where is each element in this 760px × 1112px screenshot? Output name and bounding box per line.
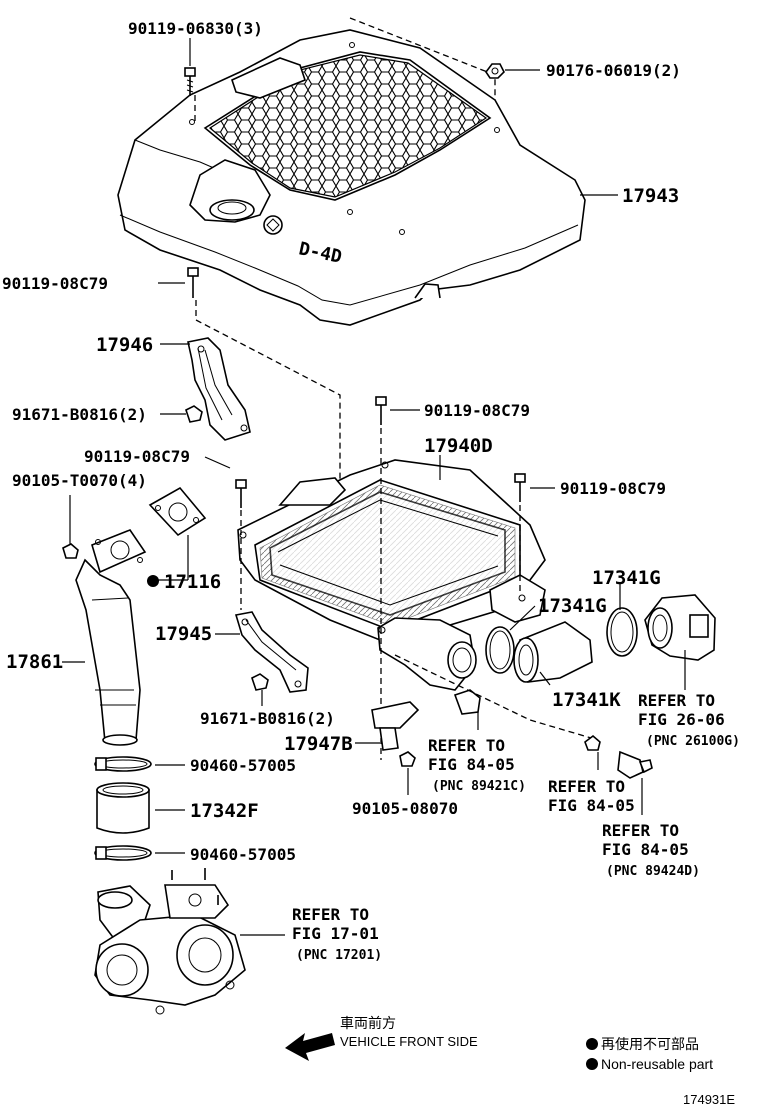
label-clamp-right-mid: 17341G [538,595,607,617]
part-labels: 90119-06830(3) 90176-06019(2) 17943 9011… [2,19,681,864]
label-gasket: 17116 [164,571,221,593]
inlet-pipe-part [75,529,147,746]
lower-hose-part [96,782,150,834]
label-intercooler: 17940D [424,435,493,457]
refer-turbo-line2: FIG 17-01 [292,924,379,943]
vehicle-front-indicator: 車両前方 VEHICLE FRONT SIDE [285,1015,478,1061]
lower-clamp-2-part [94,845,152,861]
label-bracket-sensor: 17947B [284,733,353,755]
legend-label-en: Non-reusable part [601,1056,713,1072]
label-hose-right: 17341K [552,689,621,711]
cover-nut-part [485,63,505,79]
refer-turbo-line3: (PNC 17201) [296,948,382,963]
label-clamp-right-top: 17341G [592,567,661,589]
lower-bracket-part [234,611,309,693]
label-cover-nut: 90176-06019(2) [546,61,681,80]
refer-sensor-a: REFER TO FIG 84-05 (PNC 89421C) [428,736,526,794]
refer-turbo-line1: REFER TO [292,905,369,924]
refer-throttle-line3: (PNC 26100G) [646,734,740,749]
legend: 再使用不可部品 Non-reusable part [586,1036,713,1072]
refer-sensor-c-line1: REFER TO [602,821,679,840]
intercooler-part [237,459,546,691]
label-nut-lower: 91671-B0816(2) [200,709,335,728]
label-hose-lower: 17342F [190,800,259,822]
label-bracket-lower: 17945 [155,623,212,645]
label-bolt-sensor: 90105-08070 [352,799,458,818]
label-nut-upper: 91671-B0816(2) [12,405,147,424]
turbocharger-part [94,868,246,1015]
sensor-bracket-part [371,689,481,767]
label-engine-cover: 17943 [622,185,679,207]
refer-sensor-c: REFER TO FIG 84-05 (PNC 89424D) [602,821,700,879]
label-bolt-center: 90119-08C79 [424,401,530,420]
refer-sensor-b: REFER TO FIG 84-05 [548,777,635,815]
refer-sensor-c-line3: (PNC 89424D) [606,864,700,879]
upper-bracket-part [185,267,251,441]
leader-lines [62,38,686,936]
refer-sensor-a-line3: (PNC 89421C) [432,779,526,794]
label-bolt-left: 90119-08C79 [84,447,190,466]
refer-sensor-b-line2: FIG 84-05 [548,796,635,815]
label-inlet-pipe: 17861 [6,651,63,673]
refer-turbo: REFER TO FIG 17-01 (PNC 17201) [292,905,382,963]
label-clamp-lower-2: 90460-57005 [190,845,296,864]
legend-label-jp: 再使用不可部品 [601,1036,699,1052]
label-bolt-right: 90119-08C79 [560,479,666,498]
cover-bolt-part [184,67,196,96]
direction-label-jp: 車両前方 [340,1015,396,1031]
right-hose-assembly [485,594,716,683]
non-reusable-marker [147,575,159,587]
legend-dot-icon-1 [586,1038,598,1050]
label-bolt-upper-left: 90119-08C79 [2,274,108,293]
refer-throttle-line2: FIG 26-06 [638,710,725,729]
engine-cover-part: D-4D [117,29,586,326]
legend-dot-icon-2 [586,1058,598,1070]
intercooler-bolts [235,396,526,508]
label-cover-bolt: 90119-06830(3) [128,19,263,38]
sensor-parts [584,734,653,779]
front-arrow-icon [285,1033,335,1061]
refer-sensor-a-line2: FIG 84-05 [428,755,515,774]
refer-throttle: REFER TO FIG 26-06 (PNC 26100G) [638,691,740,749]
refer-sensor-a-line1: REFER TO [428,736,505,755]
direction-label-en: VEHICLE FRONT SIDE [340,1034,478,1049]
label-stud-bolt: 90105-T0070(4) [12,471,147,490]
label-clamp-lower-1: 90460-57005 [190,756,296,775]
illustration-id: 174931E [683,1092,735,1107]
refer-throttle-line1: REFER TO [638,691,715,710]
refer-sensor-b-line1: REFER TO [548,777,625,796]
gasket-part [148,486,207,537]
stud-bolt-part [62,495,79,559]
lower-clamp-1-part [94,756,152,772]
label-bracket-upper: 17946 [96,334,153,356]
refer-sensor-c-line2: FIG 84-05 [602,840,689,859]
